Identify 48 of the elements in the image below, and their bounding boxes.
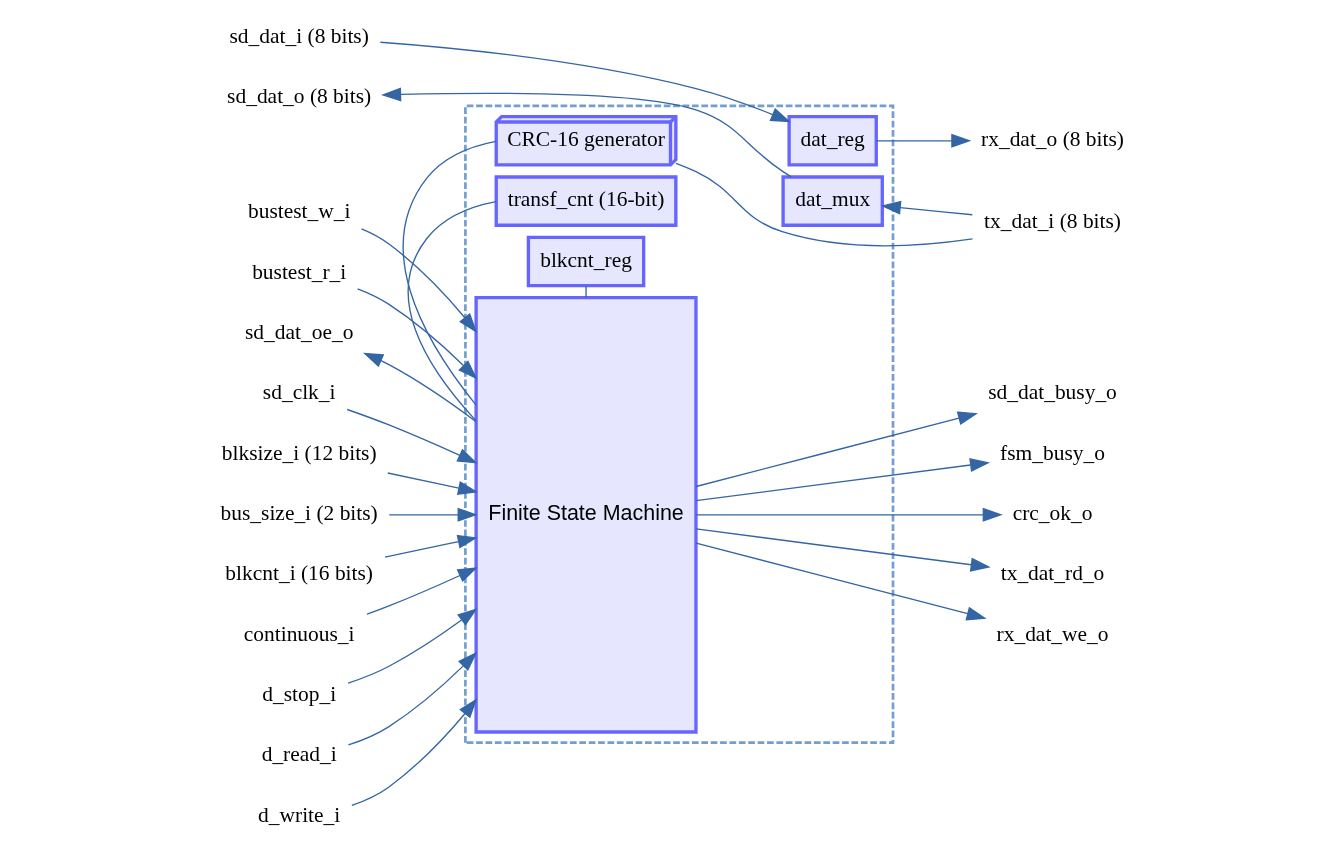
arrow <box>388 507 478 522</box>
node-box: dat_reg <box>786 115 878 167</box>
node-text: sd_dat_o (8 bits) <box>226 84 371 108</box>
node-text: d_read_i <box>261 742 337 767</box>
connector <box>584 285 587 299</box>
node-text: sd_clk_i <box>262 380 335 405</box>
arrow <box>365 567 478 615</box>
connector <box>407 200 497 422</box>
node-box: transf_cnt (16-bit) <box>494 175 678 227</box>
arrow <box>694 542 987 621</box>
arrow <box>383 534 478 558</box>
node-text: tx_dat_rd_o <box>1000 561 1104 586</box>
connector <box>402 140 497 406</box>
arrow <box>875 133 971 148</box>
arrow <box>380 87 792 178</box>
node-text: bustest_w_i <box>247 199 350 224</box>
node-text: d_stop_i <box>261 681 336 706</box>
node-text: rx_dat_o (8 bits) <box>980 126 1124 151</box>
node-text: tx_dat_i (8 bits) <box>983 208 1121 233</box>
arrow <box>356 288 477 380</box>
arrow <box>694 458 990 502</box>
node-box: dat_mux <box>780 175 884 227</box>
node-text: sd_dat_i (8 bits) <box>229 23 369 48</box>
node-box: blkcnt_reg <box>526 235 645 288</box>
arrow <box>694 411 978 488</box>
node-text: rx_dat_we_o <box>996 621 1108 646</box>
node-text: sd_dat_oe_o <box>244 319 353 344</box>
arrow <box>347 651 477 746</box>
arrow <box>880 200 973 216</box>
arrow <box>346 608 477 684</box>
arrow <box>362 352 477 423</box>
node-text: d_write_i <box>257 802 340 827</box>
node-text: bus_size_i (2 bits) <box>220 500 378 525</box>
node-text: blkcnt_i (16 bits) <box>224 561 373 586</box>
arrow <box>360 228 477 333</box>
node-text: bustest_r_i <box>251 259 346 284</box>
node-text: fsm_busy_o <box>999 440 1105 465</box>
arrow <box>694 507 1003 522</box>
arrow <box>386 472 478 495</box>
arrow <box>694 528 991 572</box>
arrow <box>350 698 477 806</box>
node-text: crc_ok_o <box>1012 500 1092 525</box>
node-text: blksize_i (12 bits) <box>221 440 377 465</box>
connector <box>674 162 973 247</box>
node-box: Finite State Machine <box>473 295 698 734</box>
node-text: sd_dat_busy_o <box>987 380 1117 405</box>
node-text: continuous_i <box>243 621 355 646</box>
arrow <box>346 408 478 464</box>
